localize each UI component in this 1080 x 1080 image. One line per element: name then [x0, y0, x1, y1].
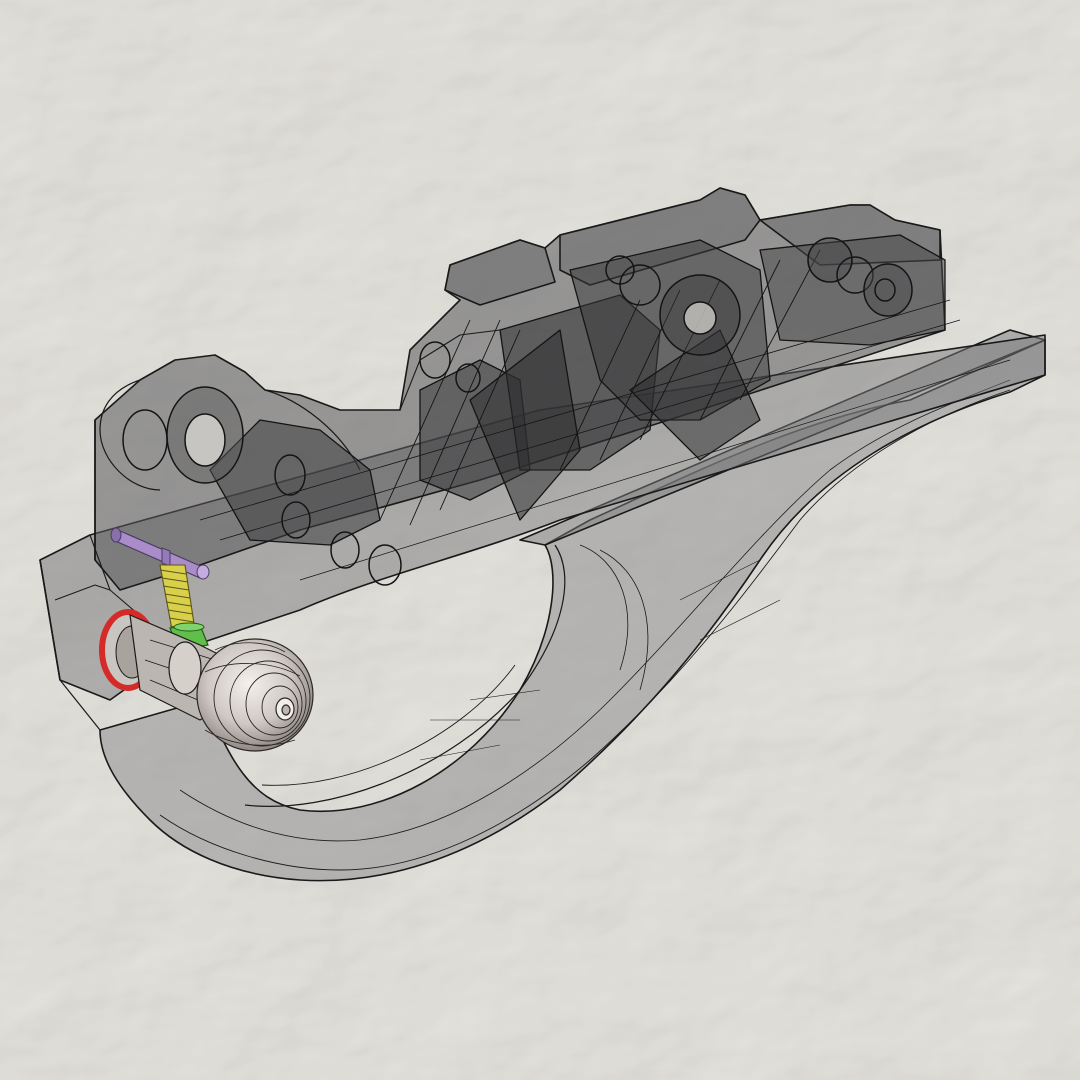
housing-holes	[122, 237, 913, 586]
ribbed-knob	[196, 638, 314, 752]
